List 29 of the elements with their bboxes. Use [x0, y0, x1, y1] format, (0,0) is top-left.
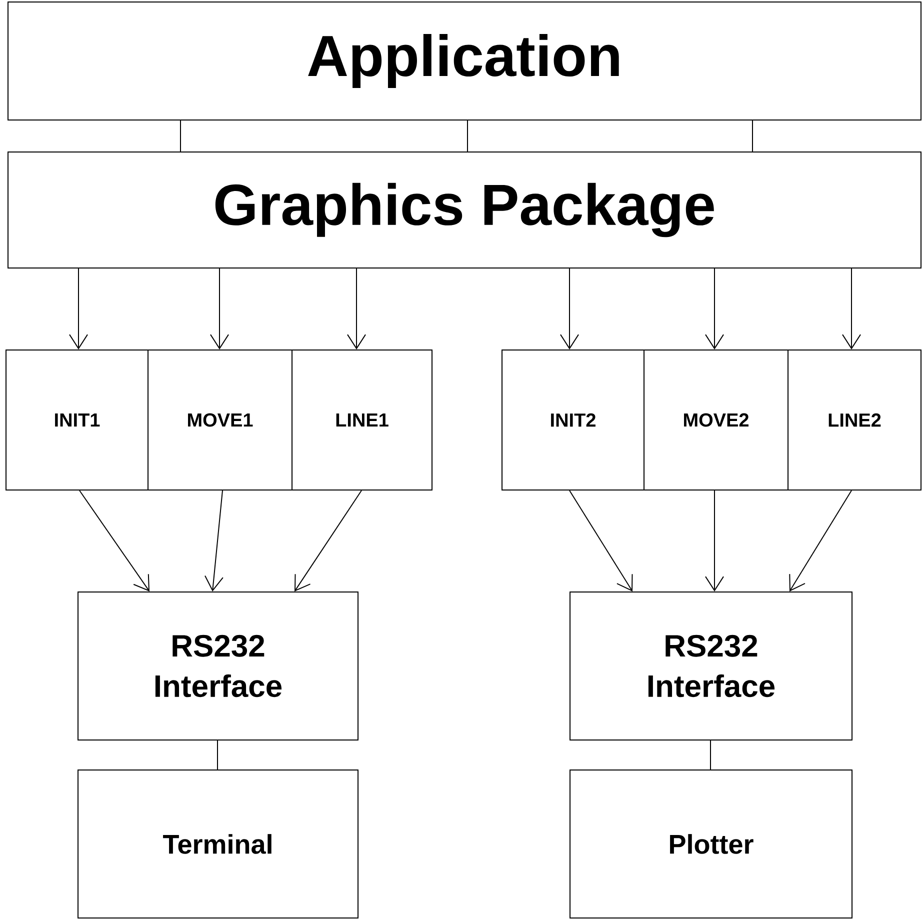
routine-cell: INIT1	[6, 350, 148, 490]
connector-line	[710, 740, 711, 770]
arrow	[294, 490, 362, 592]
layer-box: Application	[8, 2, 922, 120]
interface-box: RS232 Interface	[78, 592, 358, 740]
arrow	[347, 268, 366, 350]
arrow	[69, 268, 88, 350]
routine-cell: LINE2	[788, 350, 922, 490]
layer-box: Graphics Package	[8, 152, 922, 268]
arrow	[705, 490, 724, 592]
routine-cell: MOVE2	[644, 350, 788, 490]
device-box: Terminal	[78, 770, 358, 918]
arrow	[79, 490, 150, 592]
connector-line	[217, 740, 218, 770]
connector-line	[752, 120, 753, 152]
arrow	[842, 268, 861, 350]
arrow	[204, 490, 224, 592]
routine-cell: INIT2	[502, 350, 644, 490]
arrow	[210, 268, 229, 350]
device-box: Plotter	[570, 770, 852, 918]
routine-cell: LINE1	[292, 350, 432, 490]
arrow	[560, 268, 579, 350]
arrow	[789, 490, 852, 592]
interface-box: RS232 Interface	[570, 592, 852, 740]
connector-line	[467, 120, 468, 152]
arrow	[569, 490, 633, 592]
connector-line	[180, 120, 181, 152]
arrow	[705, 268, 724, 350]
routine-cell: MOVE1	[148, 350, 292, 490]
